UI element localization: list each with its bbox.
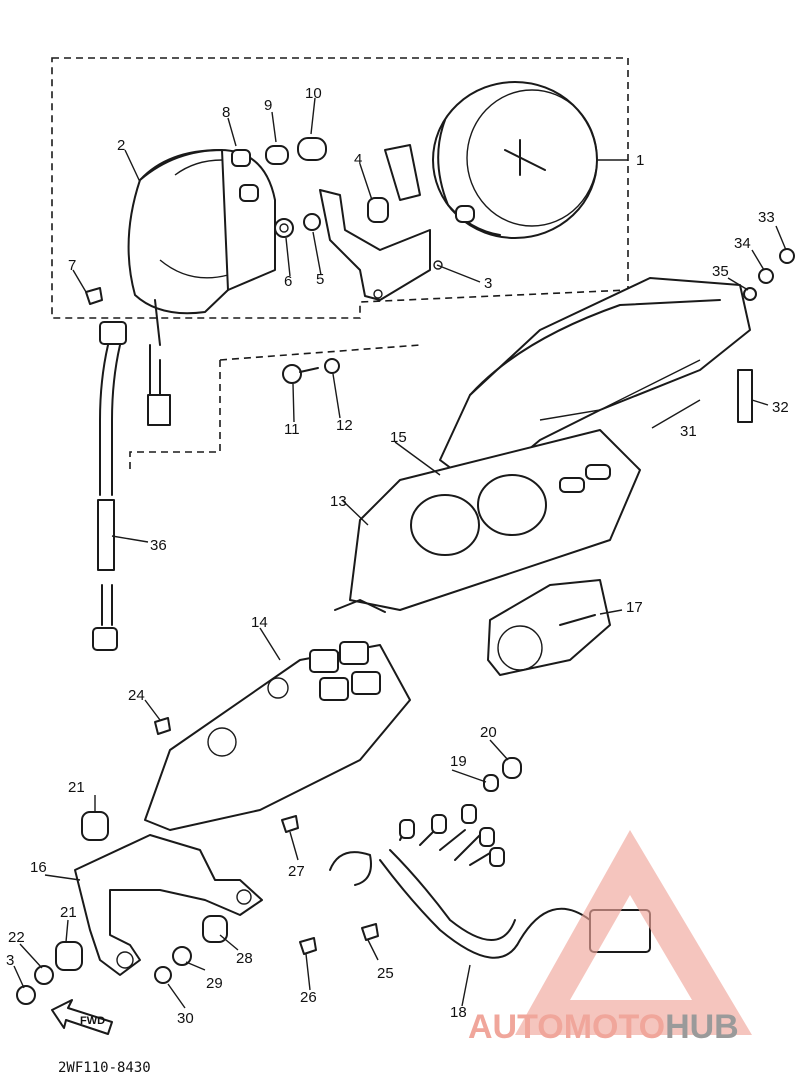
callout-3: 3 [484,275,492,292]
callout-20: 20 [480,724,497,741]
callout-26: 26 [300,989,317,1006]
watermark-logo: AUTOMOTOHUB [468,830,752,1046]
callout-25: 25 [377,965,394,982]
callout-33: 33 [758,209,775,226]
callout-24: 24 [128,687,145,704]
meter-bracket-part-3 [319,144,443,301]
callout-12: 12 [336,417,353,434]
callout-leader-lines [13,97,787,1009]
screw-parts-11-12 [282,358,340,384]
screw-parts-25-26-27 [281,815,379,955]
callout-19: 19 [450,753,467,770]
callout-9: 9 [264,97,272,114]
callout-36: 36 [150,537,167,554]
callout-3b: 3 [6,952,14,969]
callout-31: 31 [680,423,697,440]
callout-22: 22 [8,929,25,946]
callout-30: 30 [177,1010,194,1027]
callout-32: 32 [772,399,789,416]
callout-6: 6 [284,273,292,290]
callout-11: 11 [284,421,300,438]
assembly-boundary-dashed [51,57,629,470]
callout-5: 5 [316,271,324,288]
callout-13: 13 [330,493,347,510]
callout-28: 28 [236,950,253,967]
meter-panel-part-13 [334,429,641,613]
meter-housing-part-14 [144,641,411,831]
speedometer-cable-part-36 [92,321,127,651]
grommet-nut-parts [16,811,228,1005]
bulb-parts-8-9-10 [265,137,327,165]
callout-15: 15 [390,429,407,446]
mounting-bracket-part-16 [74,834,263,976]
callout-4: 4 [354,151,362,168]
callout-34: 34 [734,235,751,252]
callout-8: 8 [222,104,230,121]
meter-case-part-2 [127,149,276,426]
washer-parts-5-6 [274,213,321,238]
indicator-panel-part-17 [487,579,611,676]
callout-21b: 21 [60,904,77,921]
fwd-label: FWD [80,1015,105,1027]
callout-7: 7 [68,257,76,274]
bulb-parts-19-20 [483,757,522,792]
screw-part-7 [85,287,103,305]
callout-10: 10 [305,85,322,102]
callout-1: 1 [636,152,644,169]
callout-29: 29 [206,975,223,992]
callout-27: 27 [288,863,305,880]
callout-2: 2 [117,137,125,154]
meter-unit-part-1 [432,81,598,239]
callout-numbers: 1 2 3 4 5 6 7 8 9 10 11 12 13 14 15 16 1… [6,85,789,1027]
forward-direction-arrow: FWD [51,999,113,1035]
small-parts-31-35 [737,248,795,423]
callout-18: 18 [450,1004,467,1021]
meter-cover-part-15 [439,277,751,491]
callout-17: 17 [626,599,643,616]
watermark-text-part1: AUTOMOTOHUB [468,1008,739,1046]
callout-21a: 21 [68,779,85,796]
callout-14: 14 [251,614,268,631]
screw-part-24 [154,717,171,735]
catalog-code: 2WF110-8430 [58,1060,151,1076]
callout-16: 16 [30,859,47,876]
callout-35: 35 [712,263,729,280]
